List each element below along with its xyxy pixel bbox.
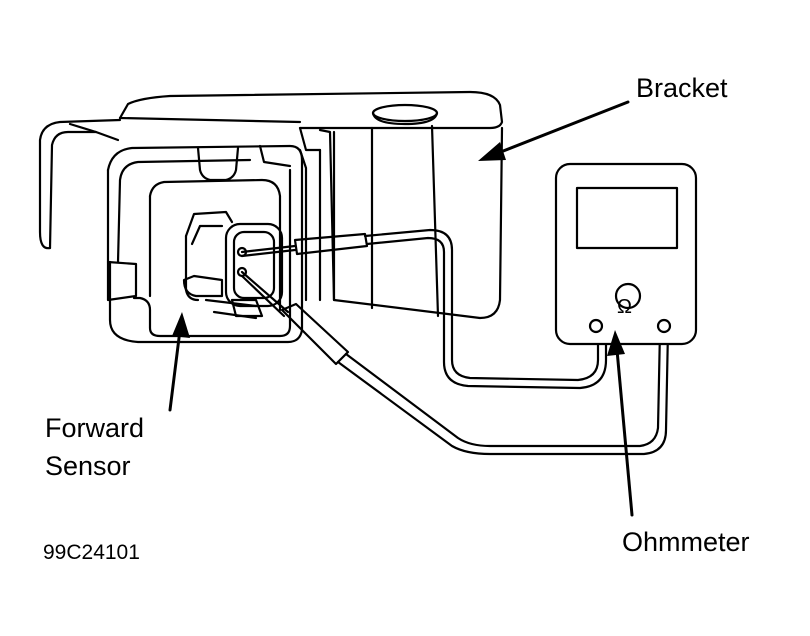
figure-code: 99C24101 <box>43 541 140 564</box>
forward-sensor <box>108 146 302 342</box>
ohmmeter-label: Ohmmeter <box>622 527 750 557</box>
ohmmeter <box>556 164 696 344</box>
forward-sensor-label-line1: Forward <box>45 413 145 443</box>
bracket-label: Bracket <box>636 73 728 103</box>
ohm-symbol: Ω <box>617 296 632 318</box>
leader-arrows <box>170 102 632 515</box>
forward-sensor-label-line2: Sensor <box>45 451 131 481</box>
